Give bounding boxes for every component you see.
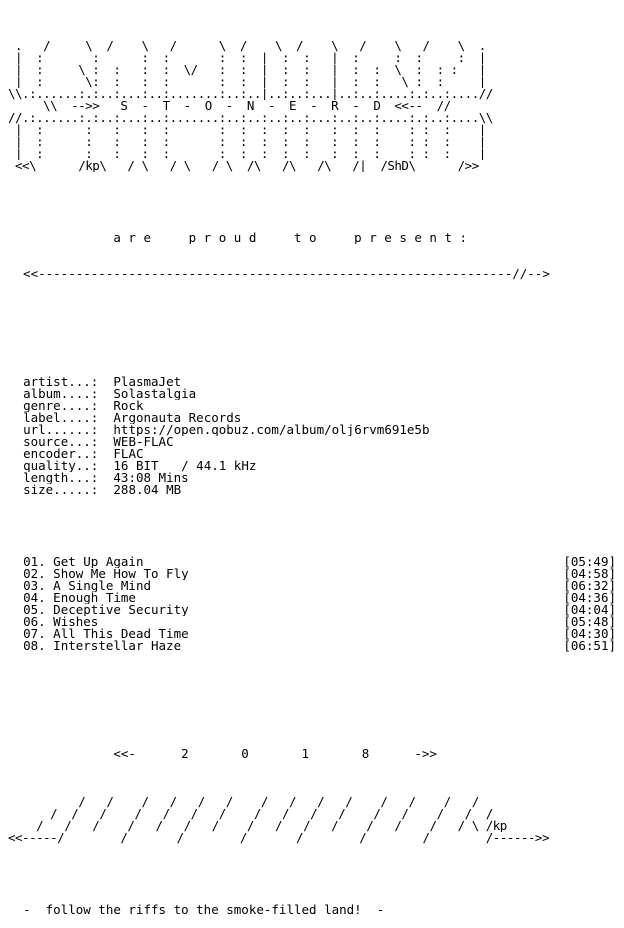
info-row: genre....: Rock	[8, 400, 616, 412]
logo-art-line: | : \ : : : : \/ : : | : : | : : \ : :_:…	[8, 64, 486, 76]
ascii-logo-top: _____ ____ _______ ____ ____ ____ ____ .…	[8, 28, 616, 172]
info-key: label....:	[23, 412, 99, 424]
track-row: 06. Wishes [05:48]	[8, 616, 616, 628]
track-row: 03. A Single Mind [06:32]	[8, 580, 616, 592]
blank-line	[8, 340, 616, 352]
logo-art-line: | : : : : : : : : : : : : : : : : |	[8, 124, 486, 136]
logo-art-line: | :_____ : ____: :__ ___: : | : : | : __…	[8, 52, 486, 64]
logo-art-line: _\\ -->> S - T - O - N - E - R - D <<-- …	[8, 100, 458, 112]
logo-art-line: | : : : : : : : : : : : : : : : : |	[8, 136, 486, 148]
info-key: size.....:	[23, 484, 99, 496]
blank-line	[8, 304, 616, 316]
track-duration: [06:32]	[563, 580, 616, 592]
info-key: genre....:	[23, 400, 99, 412]
track-title: 07. All This Dead Time	[23, 628, 189, 640]
info-row: url......: https://open.qobuz.com/album/…	[8, 424, 616, 436]
track-title: 01. Get Up Again	[23, 556, 144, 568]
blank-line	[8, 868, 616, 880]
info-value: https://open.qobuz.com/album/olj6rvm691e…	[113, 424, 430, 436]
info-row: encoder..: FLAC	[8, 448, 616, 460]
info-key: length...:	[23, 472, 99, 484]
blank-line	[8, 676, 616, 688]
track-duration: [05:48]	[563, 616, 616, 628]
logo-art-line: _____ ____ _______ ____ ____ ____ ____	[8, 28, 472, 40]
logo-art-line: <<-----/________/_______/________/______…	[8, 832, 549, 844]
nfo-document: _____ ____ _______ ____ ____ ____ ____ .…	[8, 4, 616, 928]
info-row: size.....: 288.04 MB	[8, 484, 616, 496]
logo-art-line: / /___/ /___/ /___/ /___/ /___/ /___/ /_…	[8, 820, 507, 832]
info-key: url......:	[23, 424, 99, 436]
footer-line: - follow the riffs to the smoke-filled l…	[8, 904, 385, 916]
tracklist: 01. Get Up Again [05:49] 02. Show Me How …	[8, 556, 616, 652]
logo-art-line: |__: : : : :___ : : : : : : : : : : : __…	[8, 148, 486, 160]
info-row: source...: WEB-FLAC	[8, 436, 616, 448]
info-row: album....: Solastalgia	[8, 388, 616, 400]
info-key: album....:	[23, 388, 99, 400]
track-duration: [04:58]	[563, 568, 616, 580]
track-title: 05. Deceptive Security	[23, 604, 189, 616]
track-row: 07. All This Dead Time [04:30]	[8, 628, 616, 640]
track-title: 06. Wishes	[23, 616, 99, 628]
blank-line	[8, 520, 616, 532]
track-duration: [04:04]	[563, 604, 616, 616]
logo-art-line: _| : \: : : : : : | : : | : : \ : : |_	[8, 76, 493, 88]
track-title: 03. A Single Mind	[23, 580, 151, 592]
present-line: a r e p r o u d t o p r e s e n t :	[8, 232, 468, 244]
track-row: 04. Enough Time [04:36]	[8, 592, 616, 604]
info-value: WEB-FLAC	[113, 436, 174, 448]
track-title: 04. Enough Time	[23, 592, 136, 604]
track-row: 01. Get Up Again [05:49]	[8, 556, 616, 568]
track-title: 02. Show Me How To Fly	[23, 568, 189, 580]
info-value: 288.04 MB	[113, 484, 182, 496]
blank-line	[8, 196, 616, 208]
track-duration: [04:36]	[563, 592, 616, 604]
divider-line: <<--------------------------------------…	[8, 268, 550, 280]
track-duration: [06:51]	[563, 640, 616, 652]
track-duration: [04:30]	[563, 628, 616, 640]
info-value: 16 BIT / 44.1 kHz	[113, 460, 257, 472]
logo-art-line: _/ / / / / / / / / / / / / / / /	[8, 808, 493, 820]
info-value: Argonauta Records	[113, 412, 242, 424]
info-key: encoder..:	[23, 448, 99, 460]
ascii-logo-bottom: ____ ____ ____ ____ ____ ____ ____ ___/ …	[8, 784, 616, 844]
release-info: artist...: PlasmaJet album....: Solastal…	[8, 376, 616, 496]
logo-art-line: \\.:......:.:..:...:..:.......:..:..|..:…	[8, 88, 493, 100]
info-row: quality..: 16 BIT / 44.1 kHz	[8, 460, 616, 472]
info-key: quality..:	[23, 460, 99, 472]
logo-art-line: .___/ \__/ \___/ \__/ \__/ \___/ \___/ \…	[8, 40, 486, 52]
info-value: 43:08 Mins	[113, 472, 189, 484]
logo-art-line: //.:......:.:..:...:..:.......:..:..:..:…	[8, 112, 493, 124]
logo-art-line: ____ ____ ____ ____ ____ ____ ____	[8, 784, 479, 796]
info-value: FLAC	[113, 448, 144, 460]
track-row: 05. Deceptive Security [04:04]	[8, 604, 616, 616]
track-duration: [05:49]	[563, 556, 616, 568]
logo-art-line: ___/ /____/ /___/ /____/ /___/ /____/ /_…	[8, 796, 493, 808]
track-title: 08. Interstellar Haze	[23, 640, 182, 652]
info-value: Rock	[113, 400, 144, 412]
blank-line	[8, 712, 616, 724]
track-row: 08. Interstellar Haze [06:51]	[8, 640, 616, 652]
info-row: label....: Argonauta Records	[8, 412, 616, 424]
track-row: 02. Show Me How To Fly [04:58]	[8, 568, 616, 580]
info-row: artist...: PlasmaJet	[8, 376, 616, 388]
logo-art-line: <<\______/kp\___/ \___/ \___/ \__/\___/\…	[8, 160, 479, 172]
info-row: length...: 43:08 Mins	[8, 472, 616, 484]
info-value: Solastalgia	[113, 388, 197, 400]
info-key: artist...:	[23, 376, 99, 388]
year-line: <<- 2 0 1 8 ->>	[8, 748, 437, 760]
info-value: PlasmaJet	[113, 376, 182, 388]
info-key: source...:	[23, 436, 99, 448]
